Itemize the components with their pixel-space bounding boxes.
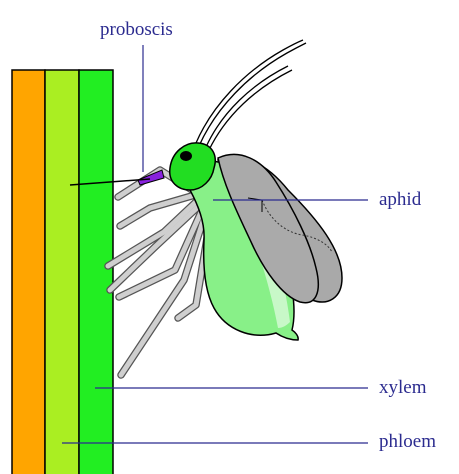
plant-stem <box>12 70 113 474</box>
xylem-label: xylem <box>379 378 427 397</box>
aphid-eye <box>180 151 192 161</box>
stem-xylem-layer <box>79 70 113 474</box>
aphid-antennae <box>196 40 306 150</box>
stem-outer-layer <box>12 70 45 474</box>
phloem-label: phloem <box>379 432 436 451</box>
stem-phloem-layer <box>45 70 79 474</box>
proboscis-label: proboscis <box>100 20 173 39</box>
aphid-label: aphid <box>379 190 421 209</box>
